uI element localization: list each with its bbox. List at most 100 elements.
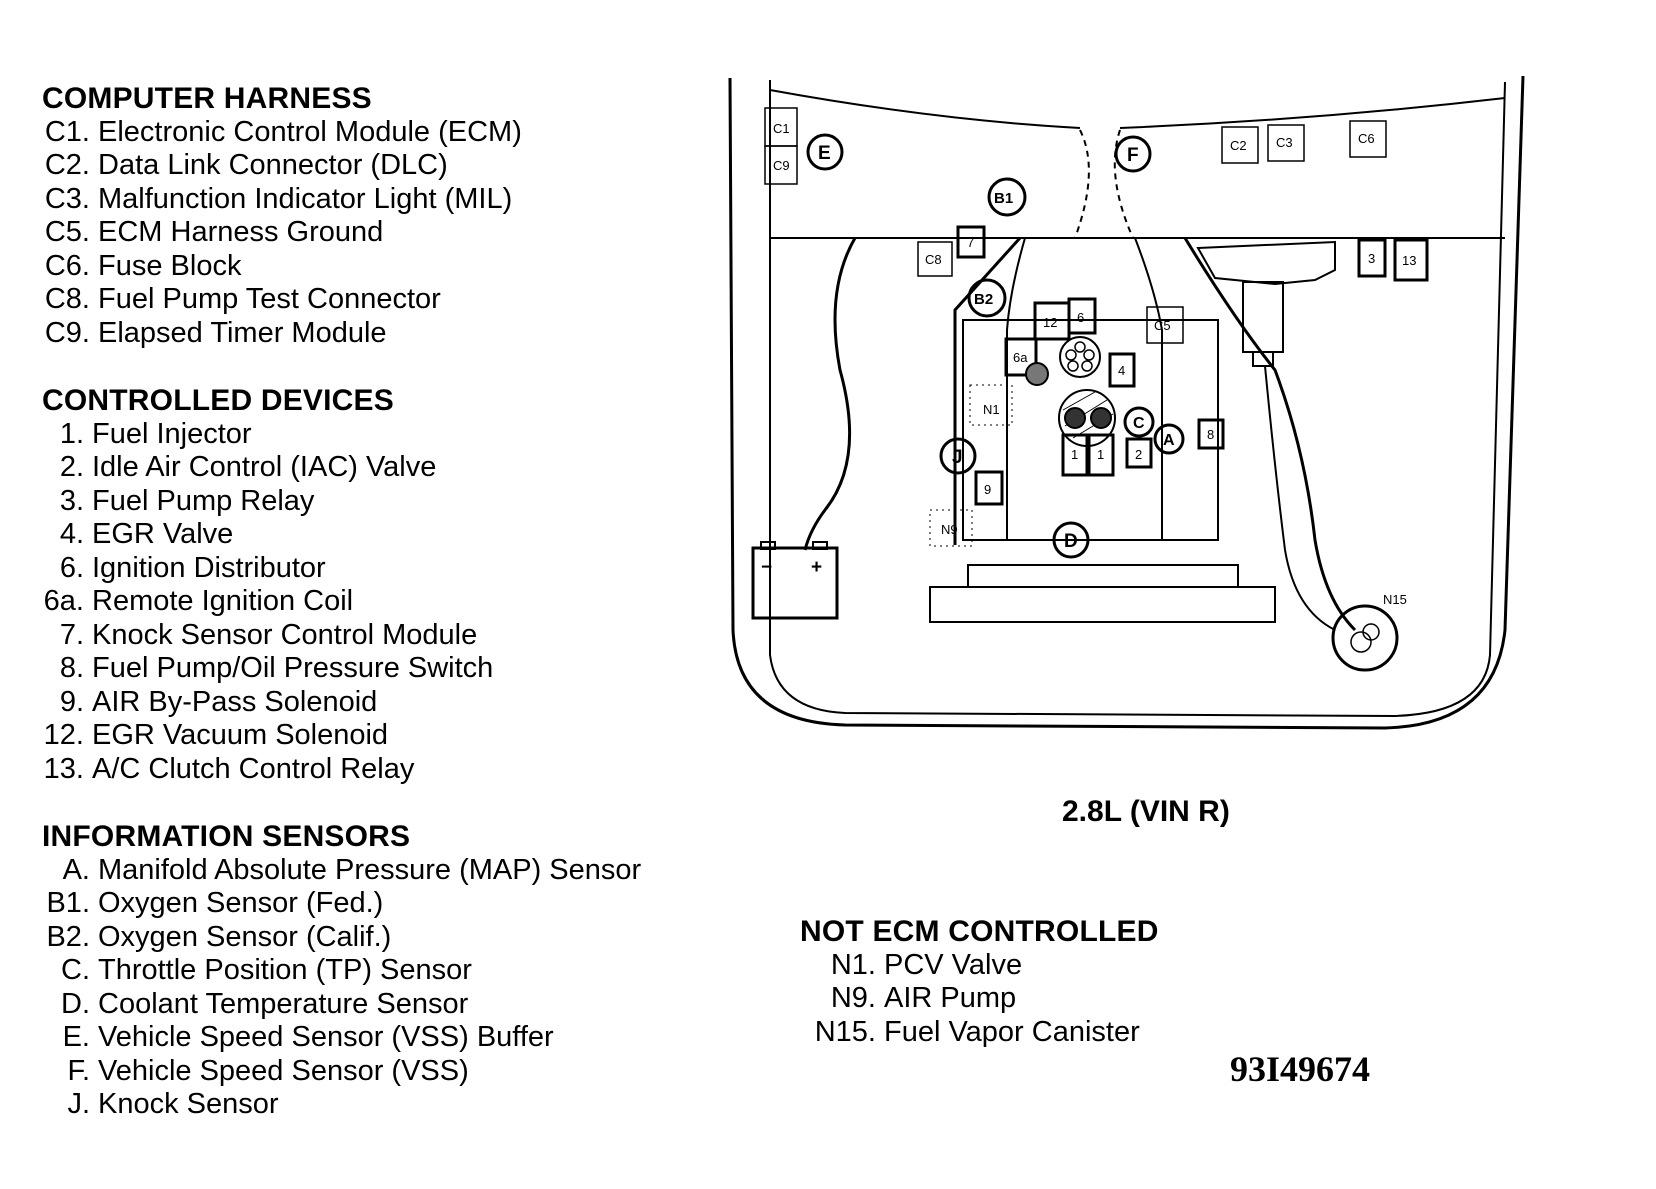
battery-terminal-pos (812, 541, 828, 550)
sensor-j-label: J (952, 447, 963, 468)
legend-item-code: A. (62, 853, 90, 886)
n1-label: N1 (983, 402, 1000, 417)
legend-item: 6a.Remote Ignition Coil (42, 585, 493, 619)
sensor-b2-circle (967, 278, 1007, 318)
legend-item-code: C9. (44, 316, 90, 349)
sensor-d-label: D (1064, 531, 1078, 552)
legend-item-label: Coolant Temperature Sensor (98, 987, 469, 1020)
computer-harness-list: C1.Electronic Control Module (ECM)C2.Dat… (42, 116, 522, 351)
legend-item-label: Ignition Distributor (92, 551, 326, 584)
figure-id: 93I49674 (1230, 1049, 1371, 1089)
connector-c5-label: C5 (1154, 318, 1171, 333)
legend-item: F.Vehicle Speed Sensor (VSS) (42, 1055, 641, 1089)
sensor-a-label: A (1163, 432, 1175, 449)
legend-item: 6.Ignition Distributor (42, 552, 493, 586)
legend-item-label: Remote Ignition Coil (92, 585, 354, 617)
legend-item-label: AIR Pump (884, 982, 1017, 1014)
distributor-terminal (1065, 349, 1077, 361)
fuel-vapor-canister (1331, 604, 1399, 672)
legend-item-label: Fuel Pump Relay (92, 484, 315, 517)
legend-item-label: Fuel Pump/Oil Pressure Switch (92, 652, 494, 684)
device-8-box (1197, 418, 1225, 450)
device-1a-box (1061, 433, 1089, 477)
device-1b-box (1087, 433, 1115, 477)
canister-detail (1362, 623, 1380, 641)
legend-item: N15.Fuel Vapor Canister (800, 1016, 1159, 1050)
device-6a-box (1004, 337, 1038, 377)
device-1b-label: 1 (1097, 447, 1104, 462)
legend-item-label: Oxygen Sensor (Fed.) (98, 887, 384, 919)
n9-label: N9 (941, 522, 958, 537)
information-sensors-heading: INFORMATION SENSORS (42, 820, 411, 853)
legend-item-label: Data Link Connector (DLC) (98, 149, 448, 181)
legend-item: E.Vehicle Speed Sensor (VSS) Buffer (42, 1021, 641, 1055)
legend-item-code: B2. (46, 920, 90, 953)
legend-item-label: Fuel Vapor Canister (884, 1015, 1140, 1048)
legend-item-label: Electronic Control Module (ECM) (98, 115, 522, 148)
legend-item-label: Idle Air Control (IAC) Valve (92, 451, 437, 483)
controlled-devices-heading: CONTROLLED DEVICES (42, 384, 394, 417)
legend-item: C9.Elapsed Timer Module (42, 317, 522, 351)
engine-outline (962, 319, 1219, 541)
legend-item: 2.Idle Air Control (IAC) Valve (42, 451, 493, 485)
legend-item-label: EGR Valve (92, 518, 234, 550)
throttle-bore-right (1090, 407, 1112, 429)
connector-c8-label: C8 (925, 252, 942, 267)
sensor-j-circle (939, 437, 977, 475)
legend-item: 1.Fuel Injector (42, 418, 493, 452)
legend-item-label: EGR Vacuum Solenoid (92, 719, 389, 751)
legend-item: C8.Fuel Pump Test Connector (42, 283, 522, 317)
device-2-box (1125, 437, 1153, 469)
hood-curve-left (769, 89, 1081, 129)
legend-item-code: C8. (44, 283, 90, 315)
sensor-b2-label: B2 (974, 291, 993, 308)
legend-item-label: Knock Sensor (98, 1088, 279, 1120)
computer-harness-legend: COMPUTER HARNESS C1.Electronic Control M… (42, 82, 522, 350)
legend-item-code: 1. (59, 417, 84, 450)
sensor-e-label: E (818, 143, 831, 164)
legend-item: J.Knock Sensor (42, 1088, 641, 1122)
legend-item-code: 2. (59, 451, 84, 483)
device-13-label: 13 (1402, 253, 1416, 268)
device-1a-label: 1 (1071, 447, 1078, 462)
right-fender-curve (1183, 237, 1357, 632)
n1-dotted-area (969, 384, 1013, 426)
distributor-terminal (1081, 360, 1093, 372)
connector-c6-box (1349, 120, 1387, 158)
sensor-c-circle (1123, 406, 1155, 438)
engine-caption: 2.8L (VIN R) (1062, 795, 1230, 828)
air-cleaner-neck (1242, 281, 1284, 353)
n15-label: N15 (1383, 592, 1407, 607)
sensor-a-circle (1153, 423, 1185, 455)
device-4-label: 4 (1118, 363, 1125, 378)
legend-item-label: Knock Sensor Control Module (92, 618, 478, 651)
legend-item-code: C2. (44, 149, 90, 181)
engine-block-right (1134, 237, 1163, 540)
device-2-label: 2 (1135, 447, 1142, 462)
canister-detail (1350, 631, 1372, 653)
legend-item-code: E. (62, 1021, 90, 1053)
legend-item: 12.EGR Vacuum Solenoid (42, 719, 493, 753)
legend-item: C.Throttle Position (TP) Sensor (42, 954, 641, 988)
legend-item-code: 4. (59, 518, 84, 550)
legend-item: 3.Fuel Pump Relay (42, 485, 493, 519)
distributor-terminal (1067, 360, 1079, 372)
device-3-box (1357, 238, 1387, 278)
connector-c3-box (1267, 124, 1305, 162)
legend-item: C2.Data Link Connector (DLC) (42, 149, 522, 183)
battery-plus-label: + (811, 557, 822, 578)
n9-dotted-area (929, 509, 973, 547)
legend-item-code: 9. (59, 685, 84, 718)
connector-c5-box (1146, 306, 1184, 344)
device-6-label: 6 (1077, 310, 1084, 325)
device-13-box (1393, 238, 1429, 282)
legend-item-label: Oxygen Sensor (Calif.) (98, 920, 392, 953)
battery-terminal-neg (760, 541, 776, 550)
connector-c9-label: C9 (773, 158, 790, 173)
air-cleaner-tip (1252, 351, 1274, 367)
legend-item-code: 3. (59, 484, 84, 517)
battery-minus-label: − (761, 557, 772, 578)
legend-item-code: F. (67, 1054, 90, 1087)
